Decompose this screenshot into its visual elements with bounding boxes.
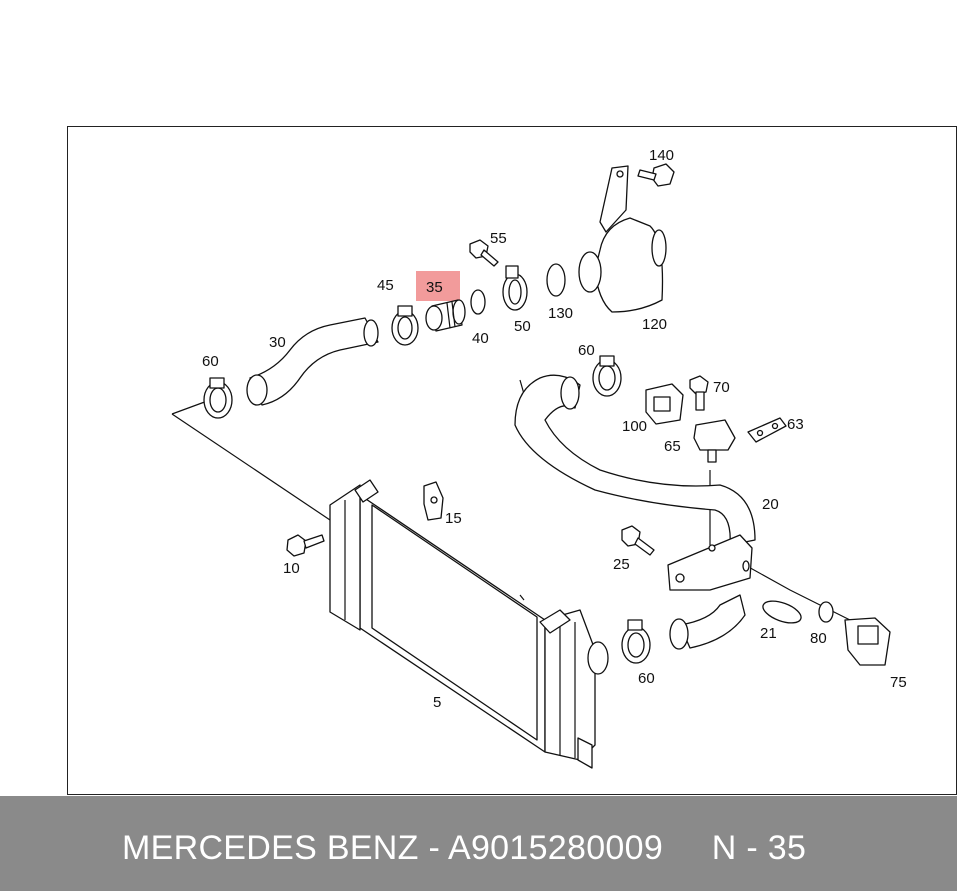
highlight-box-35 xyxy=(416,271,460,301)
gasket-21 xyxy=(762,600,802,624)
part-number: A9015280009 xyxy=(447,829,664,867)
bolt-10 xyxy=(286,534,325,557)
label-80: 80 xyxy=(810,630,827,647)
footer-caption: MERCEDES BENZ - A9015280009 N - 35 xyxy=(122,829,806,868)
label-21: 21 xyxy=(760,625,777,642)
label-65: 65 xyxy=(664,438,681,455)
bracket-63 xyxy=(747,417,787,443)
label-15: 15 xyxy=(445,510,462,527)
intercooler-5 xyxy=(329,479,609,769)
label-30: 30 xyxy=(269,334,286,351)
hose-clamp-60b xyxy=(592,355,622,397)
label-100: 100 xyxy=(622,418,647,435)
label-130: 130 xyxy=(548,305,573,322)
air-housing-120 xyxy=(578,165,667,313)
label-10: 10 xyxy=(283,560,300,577)
connector-100 xyxy=(645,383,684,425)
label-25: 25 xyxy=(613,556,630,573)
bolt-25 xyxy=(621,525,655,556)
label-55: 55 xyxy=(490,230,507,247)
o-ring-130 xyxy=(546,263,566,297)
label-140: 140 xyxy=(649,147,674,164)
brand-name: MERCEDES BENZ xyxy=(122,829,419,867)
charge-pipe-30 xyxy=(246,317,379,406)
label-60c: 60 xyxy=(638,670,655,687)
position-text: N - 35 xyxy=(711,829,807,867)
o-ring-80 xyxy=(818,601,834,623)
bracket-21 xyxy=(667,534,753,650)
bolt-70 xyxy=(689,375,709,411)
label-40: 40 xyxy=(472,330,489,347)
label-60b: 60 xyxy=(578,342,595,359)
label-63: 63 xyxy=(787,416,804,433)
label-120: 120 xyxy=(642,316,667,333)
clamp-50 xyxy=(502,265,528,311)
footer-bar xyxy=(0,796,957,891)
label-5: 5 xyxy=(433,694,441,711)
label-45: 45 xyxy=(377,277,394,294)
o-ring-40 xyxy=(470,289,486,315)
separator: - xyxy=(428,829,441,867)
clamp-45 xyxy=(391,305,419,346)
clip-15 xyxy=(423,481,444,521)
hose-clamp-60a xyxy=(203,377,233,419)
bolt-55 xyxy=(469,239,499,267)
hose-clamp-60c xyxy=(621,619,651,664)
label-60a: 60 xyxy=(202,353,219,370)
sensor-65 xyxy=(693,419,736,463)
charge-hose-20 xyxy=(514,374,756,546)
part-labels: 140 55 45 35 40 50 130 120 30 60 60 60 7… xyxy=(202,147,907,711)
connector-35 xyxy=(425,299,466,332)
label-75: 75 xyxy=(890,674,907,691)
bolt-140 xyxy=(637,163,675,187)
label-20: 20 xyxy=(762,496,779,513)
label-35: 35 xyxy=(426,279,443,296)
sensor-75 xyxy=(844,617,891,666)
label-50: 50 xyxy=(514,318,531,335)
label-70: 70 xyxy=(713,379,730,396)
